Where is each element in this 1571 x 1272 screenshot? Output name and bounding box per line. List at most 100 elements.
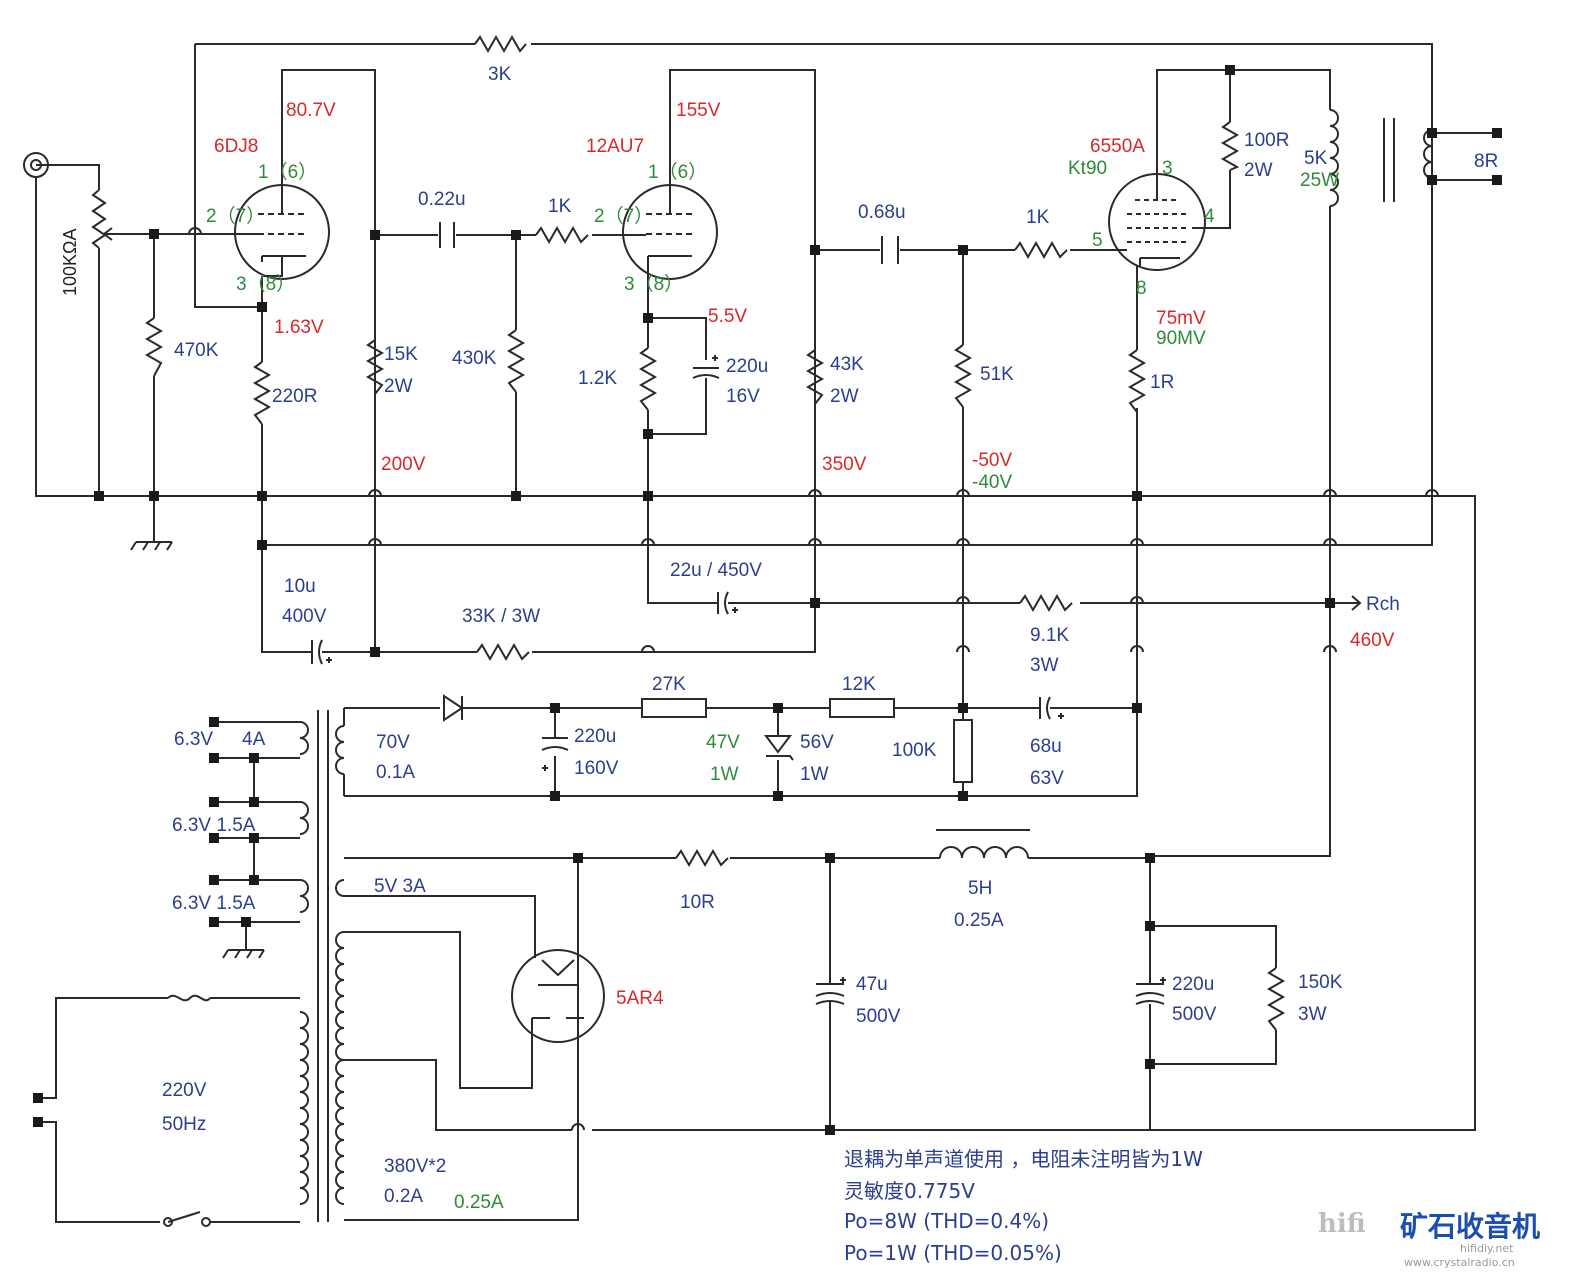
label-1-2k: 1.2K	[578, 368, 617, 389]
label-ot-25w: 25W	[1300, 170, 1339, 191]
resistor-12k	[829, 698, 895, 718]
label-15k-2w: 2W	[384, 376, 413, 397]
v2-cathode-voltage: 5.5V	[708, 306, 747, 327]
resistor-3k	[474, 34, 527, 54]
note-line2: 灵敏度0.775V	[844, 1179, 975, 1203]
label-10r: 10R	[680, 892, 715, 913]
label-9-1k: 9.1K	[1030, 625, 1069, 646]
note-line1: 退耦为单声道使用 ，电阻未注明皆为1W	[844, 1147, 1203, 1171]
v3-pin-g1: 5	[1092, 230, 1103, 251]
label-100r-2w: 2W	[1244, 160, 1273, 181]
label-zener-47v: 47V	[706, 732, 740, 753]
v1-pin-cathode: 3（8）	[236, 273, 295, 295]
label-heater3: 6.3V 1.5A	[172, 893, 256, 914]
label-8r: 8R	[1474, 151, 1498, 172]
label-220r: 220R	[272, 386, 317, 407]
tube-6550a	[344, 69, 1231, 797]
v3-pin-g2: 4	[1204, 206, 1215, 227]
label-0-22u: 0.22u	[418, 189, 466, 210]
voltage-bias: -50V	[972, 450, 1012, 471]
label-47u-500v: 500V	[856, 1006, 901, 1027]
label-primary-hz: 50Hz	[162, 1114, 206, 1135]
resistor-1k-stage2	[535, 225, 589, 245]
label-heater1-a: 4A	[242, 729, 266, 750]
resistor-150k	[1266, 967, 1286, 1031]
v3-cathode-voltage-alt: 90MV	[1156, 328, 1206, 349]
label-150k: 150K	[1298, 972, 1343, 993]
diode-icon	[443, 694, 464, 722]
resistor-470k	[144, 317, 164, 377]
resistor-9-1k	[1019, 593, 1073, 613]
label-43k-2w: 2W	[830, 386, 859, 407]
label-100r: 100R	[1244, 130, 1289, 151]
tube-6dj8	[234, 69, 376, 496]
note-line4: Po=1W (THD=0.05%)	[844, 1241, 1062, 1265]
label-63v: 63V	[1030, 768, 1064, 789]
label-400v: 400V	[282, 606, 327, 627]
capacitor-220u-160v	[541, 737, 569, 771]
label-0-68u: 0.68u	[858, 202, 906, 223]
label-470k: 470K	[174, 340, 219, 361]
resistor-1k-stage3	[1014, 240, 1068, 260]
label-1r: 1R	[1150, 372, 1174, 393]
label-bias-winding-v: 70V	[376, 732, 410, 753]
v2-pin-grid: 2（7）	[594, 205, 653, 227]
resistor-27k	[641, 698, 707, 718]
label-9-1k-3w: 3W	[1030, 655, 1059, 676]
resistor-15k	[365, 339, 385, 395]
label-100k: 100K	[892, 740, 937, 761]
tube-5ar4	[511, 858, 605, 1131]
label-1k-a: 1K	[548, 196, 572, 217]
resistor-51k	[953, 344, 973, 408]
v3-cathode-voltage: 75mV	[1156, 308, 1206, 329]
tube-v3-alt: Kt90	[1068, 158, 1107, 179]
label-150k-3w: 3W	[1298, 1004, 1327, 1025]
label-hv-current-alt: 0.25A	[454, 1192, 504, 1213]
v1-plate-voltage: 80.7V	[286, 100, 336, 121]
label-rch: Rch	[1366, 594, 1400, 615]
resistor-1r	[1127, 349, 1147, 413]
label-12k: 12K	[842, 674, 876, 695]
label-220u-ps: 220u	[1172, 974, 1214, 995]
junction-dots	[33, 65, 1502, 1135]
label-220u-500v: 500V	[1172, 1004, 1217, 1025]
voltage-350v: 350V	[822, 454, 867, 475]
label-43k: 43K	[830, 354, 864, 375]
label-220u: 220u	[726, 356, 768, 377]
voltage-460v: 460V	[1350, 630, 1395, 651]
label-16v: 16V	[726, 386, 760, 407]
label-heater2: 6.3V 1.5A	[172, 815, 256, 836]
watermark-hifi: hifi	[1318, 1209, 1366, 1239]
capacitor-0-68u	[881, 236, 899, 264]
tube-v3-type: 6550A	[1090, 136, 1145, 157]
resistor-43k	[805, 349, 825, 405]
label-primary-v: 220V	[162, 1080, 207, 1101]
label-choke-025a: 0.25A	[954, 910, 1004, 931]
capacitor-10u	[307, 639, 338, 665]
tube-12au7	[622, 69, 816, 496]
label-15k: 15K	[384, 344, 418, 365]
label-choke-5h: 5H	[968, 878, 992, 899]
label-hv-winding: 380V*2	[384, 1156, 446, 1177]
capacitor-220u-500v	[1135, 977, 1166, 1005]
note-line3: Po=8W (THD=0.4%)	[844, 1209, 1049, 1233]
watermark-hifidiy: hifidiy.net	[1460, 1242, 1514, 1255]
rch-arrow-icon	[1342, 595, 1362, 611]
label-3k: 3K	[488, 64, 512, 85]
v2-pin-plate: 1（6）	[648, 161, 707, 183]
v1-cathode-voltage: 1.63V	[274, 317, 324, 338]
resistor-33k	[476, 642, 530, 662]
watermark-url: www.crystalradio.cn	[1404, 1256, 1515, 1269]
v2-plate-voltage: 155V	[676, 100, 721, 121]
tube-v2-type: 12AU7	[586, 136, 644, 157]
voltage-200v: 200V	[381, 454, 426, 475]
label-22u-450v: 22u / 450V	[670, 560, 762, 581]
capacitor-0-22u	[439, 222, 455, 248]
label-zener-56v: 56V	[800, 732, 834, 753]
resistor-10r	[675, 848, 729, 868]
pot-label: 100KΩA	[60, 229, 80, 297]
capacitor-22u-450v	[717, 591, 740, 615]
zener-diode-icon	[764, 735, 794, 761]
label-1k-b: 1K	[1026, 207, 1050, 228]
fuse-icon	[167, 994, 211, 1002]
